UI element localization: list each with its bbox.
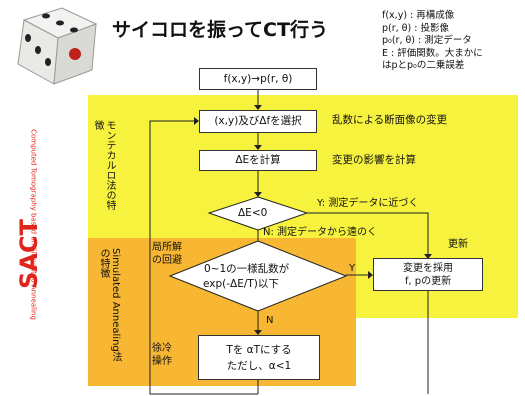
cool-box: Tを αTにする ただし、α<1 xyxy=(198,335,320,380)
cool-line-1: Tを αTにする xyxy=(226,343,292,356)
page-title: サイコロを振ってCT行う xyxy=(112,19,328,41)
cool-line-2: ただし、α<1 xyxy=(226,359,292,372)
update-label: 更新 xyxy=(448,239,468,250)
accept-line-1: 変更を採用 xyxy=(403,262,453,274)
decision-delta-e xyxy=(207,196,309,231)
sa-label: Simulated Annealing法の特徴 xyxy=(98,248,121,362)
yes2-label: Y xyxy=(349,263,356,274)
decision-random-text-1: 0~1の一様乱数が xyxy=(204,263,290,275)
legend-line-3: p₀(r, θ) : 測定データ xyxy=(382,35,472,46)
legend-line-4: E : 評価関数。大まかに xyxy=(382,47,483,59)
no2-label: N xyxy=(266,315,274,326)
legend: f(x,y) : 再構成像 p(r, θ) : 投影像 p₀(r, θ) : 測… xyxy=(382,10,483,73)
decision-delta-e-text: ΔE<0 xyxy=(238,207,268,219)
legend-line-2: p(r, θ) : 投影像 xyxy=(382,22,449,34)
start-box: f(x,y)→p(r, θ) xyxy=(199,68,317,90)
monte-carlo-label: モンテカルロ法の特徴 xyxy=(92,120,115,210)
accept-line-2: f, pの更新 xyxy=(404,275,452,287)
decision-random-text-2: exp(-ΔE/T)以下 xyxy=(203,278,279,290)
accept-box: 変更を採用 f, pの更新 xyxy=(373,258,483,291)
decision-random xyxy=(168,240,348,312)
legend-line-5: はpとp₀の二乗誤差 xyxy=(382,60,465,71)
calc-box: ΔEを計算 xyxy=(199,150,317,171)
no1-note: N: 測定データから遠のく xyxy=(263,227,378,238)
cooling-label: 徐冷操作 xyxy=(152,343,172,367)
local-solution-label: 局所解の回避 xyxy=(152,242,182,266)
yes1-note: Y: 測定データに近づく xyxy=(317,198,419,209)
dice-image xyxy=(17,7,98,85)
calc-note: 変更の影響を計算 xyxy=(332,154,416,166)
legend-line-1: f(x,y) : 再構成像 xyxy=(382,10,455,21)
select-box: (x,y)及びΔfを選択 xyxy=(199,110,317,133)
select-note: 乱数による断面像の変更 xyxy=(332,114,448,126)
